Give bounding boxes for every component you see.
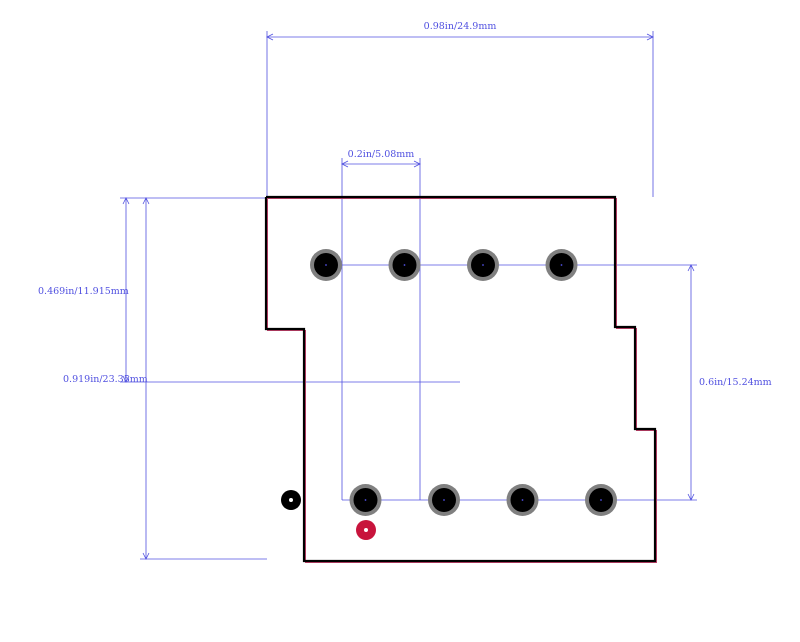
pad-top-1 — [310, 249, 342, 281]
pad-center — [521, 499, 524, 501]
rows-arrow-top — [687, 264, 695, 272]
pitch-label: 0.2in/5.08mm — [348, 149, 415, 160]
component-outline — [264, 195, 657, 563]
pad-center — [482, 264, 484, 266]
width-arrow-right — [646, 33, 654, 41]
pad-top-3 — [467, 249, 499, 281]
pin1-marker-dot — [364, 528, 368, 532]
pads — [310, 249, 617, 516]
height-arrow-top — [142, 197, 150, 205]
pad-top-2 — [388, 249, 421, 281]
height-arrow-bottom — [142, 552, 150, 560]
pitch-arrow-right — [413, 160, 421, 168]
dimension-labels: 0.98in/24.9mm 0.2in/5.08mm 0.469in/11.91… — [38, 21, 772, 388]
pad-bottom-4 — [585, 484, 617, 516]
offset-arrow-top — [122, 197, 130, 205]
pad-center — [364, 499, 367, 501]
pad-center — [560, 264, 563, 266]
height-label: 0.919in/23.35mm — [63, 374, 148, 385]
width-label: 0.98in/24.9mm — [424, 21, 497, 32]
rows-arrow-bottom — [687, 493, 695, 501]
markers — [281, 490, 376, 540]
pad-center — [325, 264, 327, 266]
pad-center — [443, 499, 445, 501]
pad-bottom-2 — [428, 484, 460, 516]
pad-bottom-3 — [506, 484, 539, 516]
pad-bottom-1 — [349, 484, 382, 516]
offset-label: 0.469in/11.915mm — [38, 286, 129, 297]
rows-label: 0.6in/15.24mm — [699, 377, 772, 388]
pad-top-4 — [545, 249, 578, 281]
width-arrow-left — [266, 33, 274, 41]
offset-arrow-bottom — [122, 375, 130, 383]
outline-shadow — [267, 198, 657, 563]
dimension-lines — [120, 31, 697, 560]
outline — [264, 195, 657, 563]
pad-center — [600, 499, 602, 501]
orientation-marker-dot — [289, 498, 293, 502]
pitch-arrow-left — [341, 160, 349, 168]
pad-center — [403, 264, 406, 266]
